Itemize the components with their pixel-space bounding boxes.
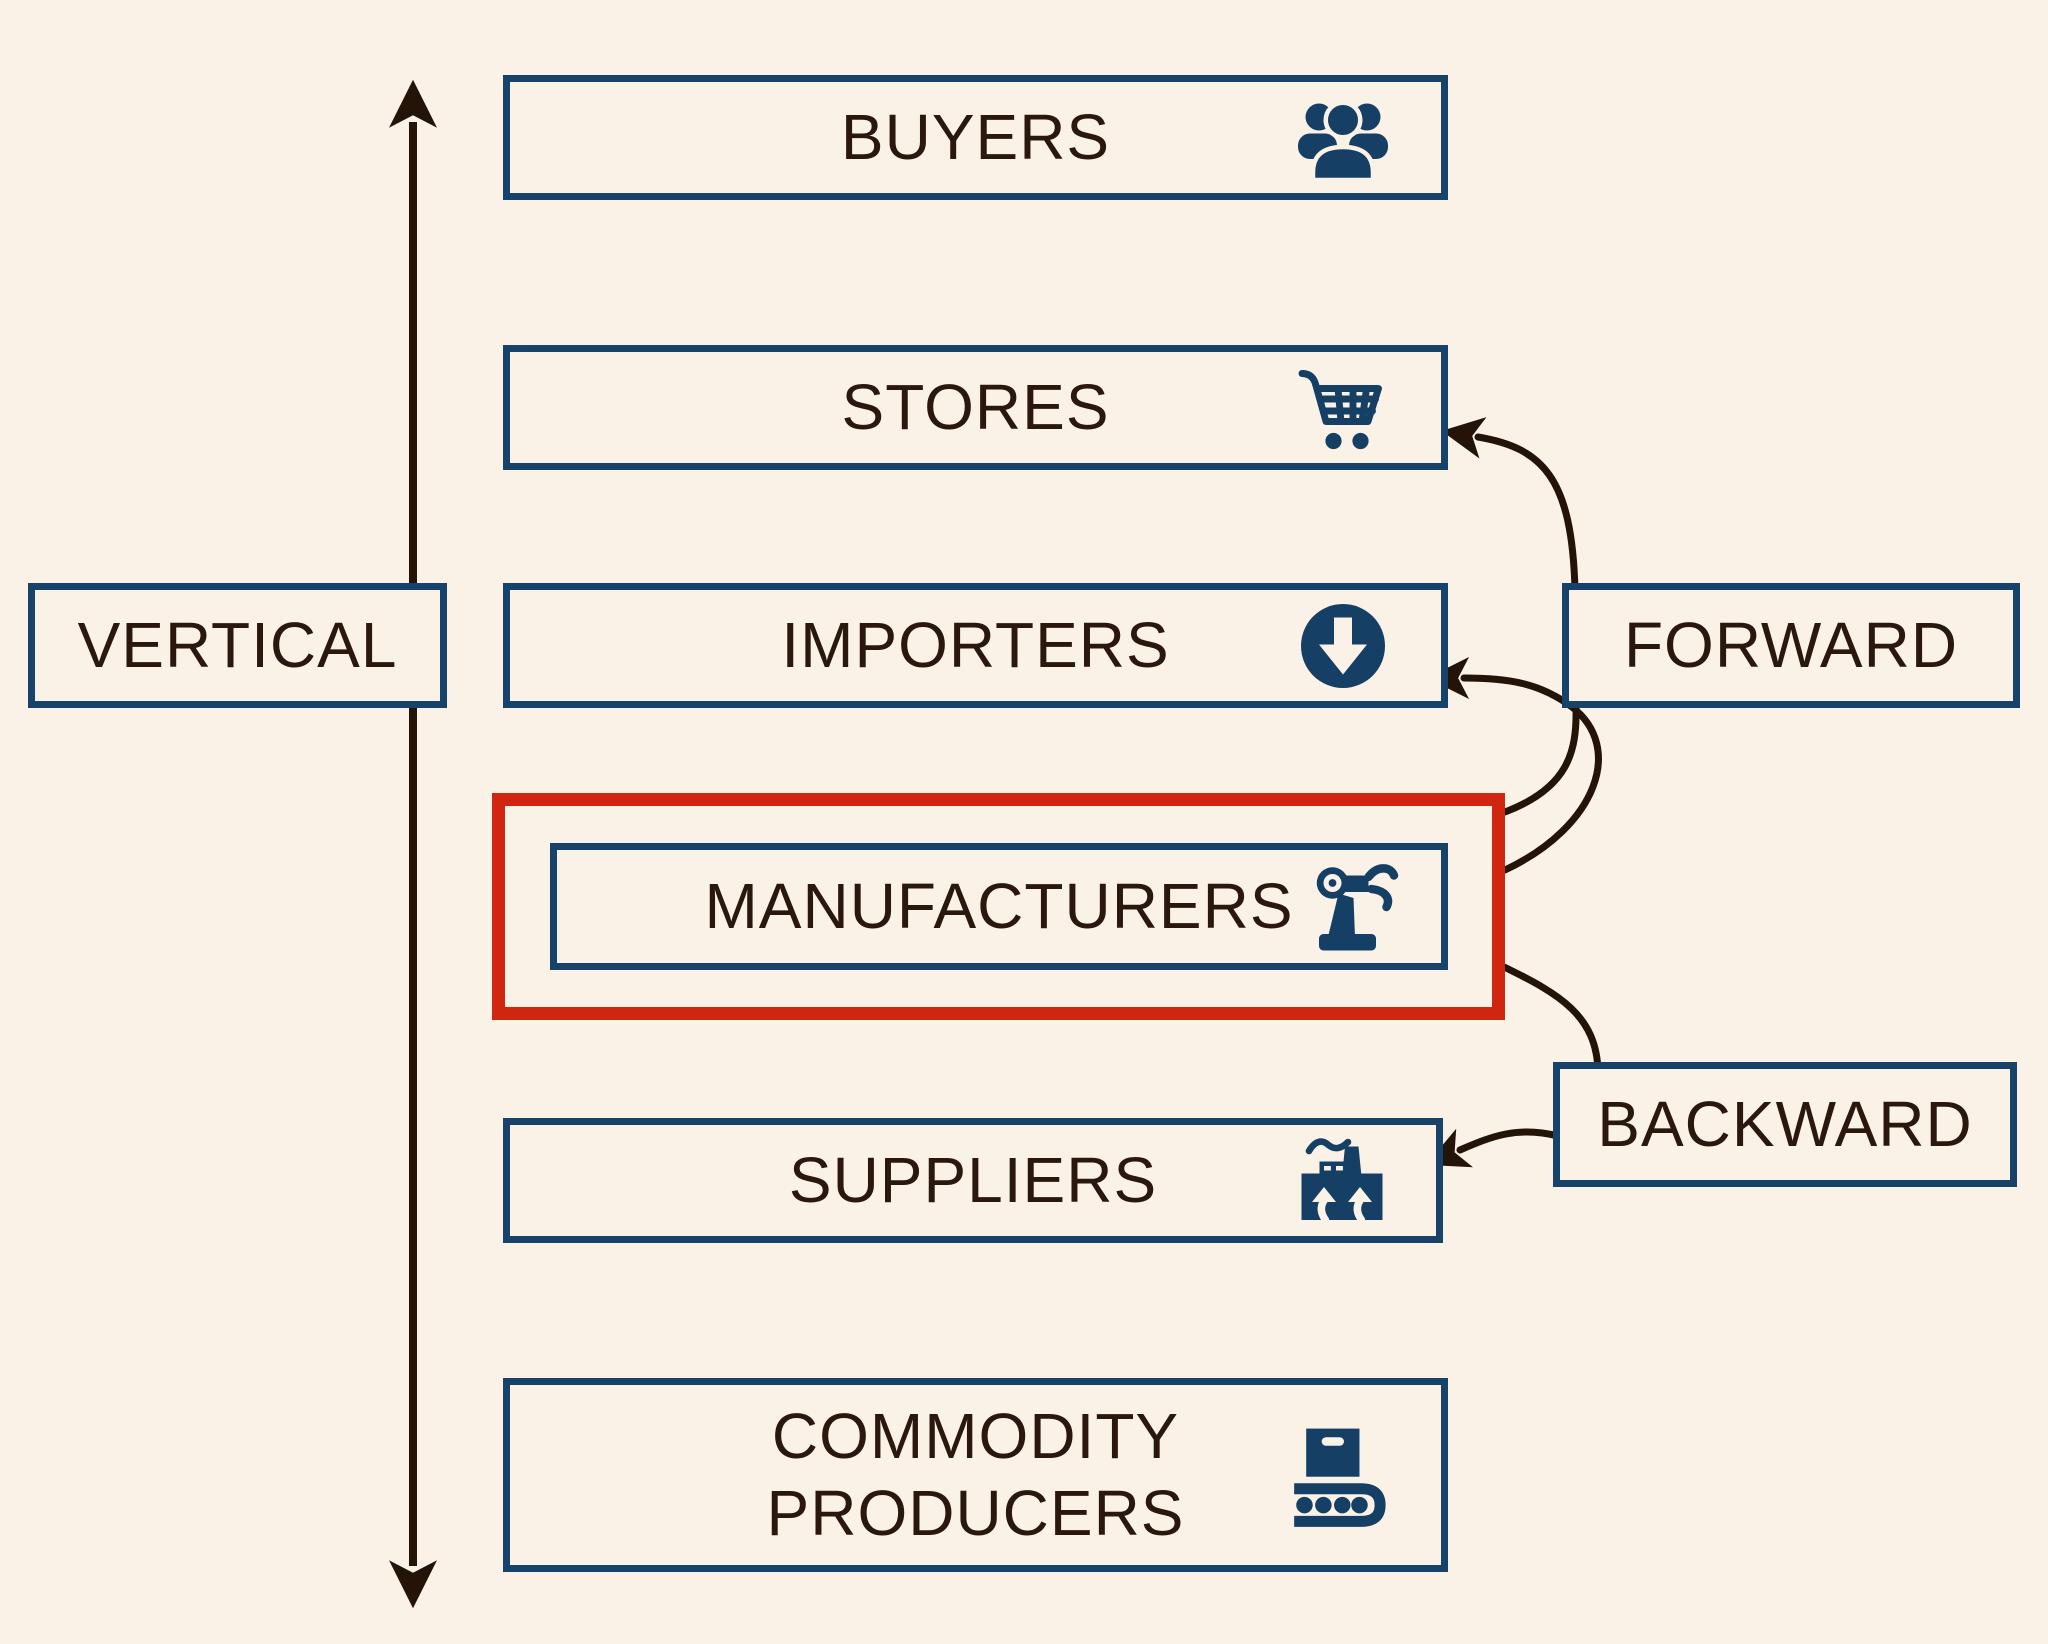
robot-arm-icon	[1307, 859, 1403, 955]
stores-box: STORES	[503, 345, 1448, 470]
suppliers-label: SUPPLIERS	[788, 1144, 1158, 1217]
stores-label: STORES	[841, 371, 1110, 444]
commodity-producers-label-line2: PRODUCERS	[766, 1477, 1185, 1549]
backward-integration-box: BACKWARD	[1553, 1062, 2017, 1187]
conveyor-belt-icon	[1289, 1415, 1399, 1535]
forward-to-importers-arrow	[1427, 657, 1602, 874]
manufacturers-highlight-frame: MANUFACTURERS	[492, 793, 1505, 1020]
importers-box: IMPORTERS	[503, 583, 1448, 708]
users-group-icon	[1295, 90, 1391, 186]
buyers-label: BUYERS	[840, 101, 1111, 174]
importers-label: IMPORTERS	[781, 609, 1170, 682]
buyers-box: BUYERS	[503, 75, 1448, 200]
vertical-axis-label: VERTICAL	[77, 609, 398, 682]
manufacturers-label: MANUFACTURERS	[704, 870, 1294, 943]
commodity-producers-label-line1: COMMODITY	[771, 1400, 1180, 1473]
suppliers-box: SUPPLIERS	[503, 1118, 1443, 1243]
forward-integration-box: FORWARD	[1562, 583, 2020, 708]
arrow-down-circle-icon	[1295, 598, 1391, 694]
backward-to-suppliers-arrow	[1426, 1128, 1562, 1168]
commodity-producers-box: COMMODITY PRODUCERS	[503, 1378, 1448, 1572]
backward-label: BACKWARD	[1597, 1088, 1973, 1161]
vertical-axis-label-box: VERTICAL	[28, 583, 447, 708]
shopping-cart-icon	[1293, 360, 1389, 456]
manufacturers-box: MANUFACTURERS	[550, 843, 1448, 970]
manufacturers-to-backward-line	[1498, 962, 1602, 1076]
forward-label: FORWARD	[1623, 609, 1959, 682]
commodity-producers-label: COMMODITY PRODUCERS	[767, 1398, 1185, 1552]
factory-icon	[1294, 1133, 1390, 1229]
